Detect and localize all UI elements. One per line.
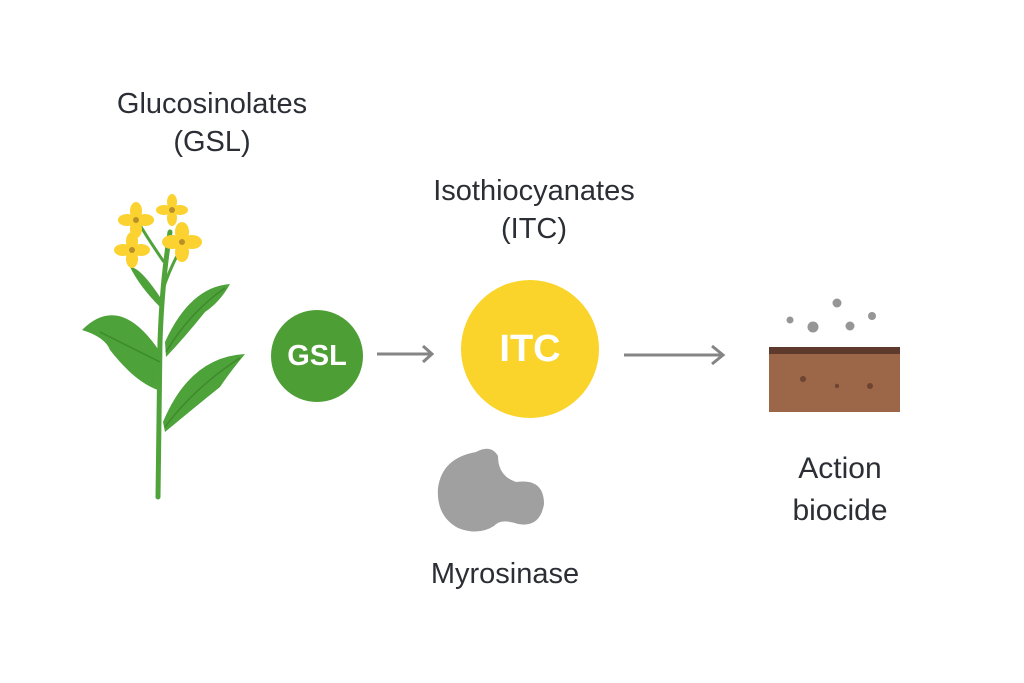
- itc-badge: ITC: [461, 280, 599, 418]
- rapeseed-plant-icon: [82, 194, 245, 500]
- isothiocyanates-abbr: (ITC): [500, 213, 568, 245]
- soil-fumigation-icon: [769, 298, 900, 412]
- glucosinolates-label: Glucosinolates (GSL): [62, 85, 362, 161]
- gsl-badge: GSL: [271, 310, 363, 402]
- biocide-line1: Action: [798, 452, 882, 485]
- glucosinolates-title: Glucosinolates: [116, 88, 308, 120]
- arrow-itc-to-biocide: [624, 344, 726, 366]
- biocide-label: Action biocide: [735, 448, 945, 532]
- biocide-line2: biocide: [792, 494, 888, 527]
- isothiocyanates-label: Isothiocyanates (ITC): [384, 172, 684, 248]
- gsl-badge-label: GSL: [287, 339, 347, 372]
- myrosinase-text: Myrosinase: [430, 558, 580, 590]
- myrosinase-enzyme-icon: [437, 448, 544, 532]
- glucosinolates-abbr: (GSL): [173, 126, 251, 158]
- myrosinase-label: Myrosinase: [380, 555, 630, 593]
- itc-badge-label: ITC: [499, 327, 561, 370]
- isothiocyanates-title: Isothiocyanates: [433, 175, 635, 207]
- arrow-gsl-to-itc: [377, 344, 435, 364]
